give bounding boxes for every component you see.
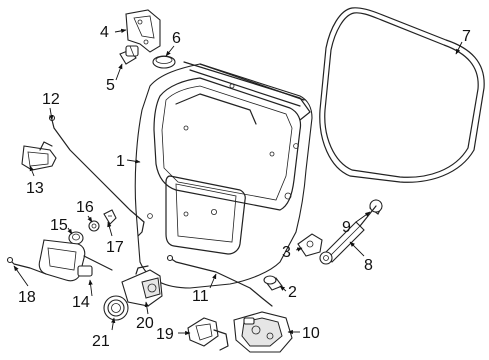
callout-13: 13 [26,180,44,197]
callout-11: 11 [192,288,209,305]
callout-8: 8 [364,257,373,274]
callout-4: 4 [100,24,109,41]
callout-3: 3 [282,244,291,261]
callout-6: 6 [172,30,181,47]
callout-17: 17 [106,239,124,256]
strut-bracket [297,233,323,257]
hinge-bolt [119,45,139,65]
callout-14: 14 [72,294,90,311]
clip-16 [88,220,100,232]
clip-17 [103,209,117,225]
handle-bracket [21,141,57,171]
callout-12: 12 [42,91,60,108]
callout-5: 5 [106,77,115,94]
callout-15: 15 [50,217,68,234]
lock-cylinder [121,265,163,307]
callout-16: 16 [76,199,94,216]
callout-10: 10 [302,325,320,342]
callout-labels: 1 2 3 4 5 6 7 8 9 10 11 12 13 14 15 16 1… [18,24,471,350]
latch-assembly [233,311,293,353]
callout-9: 9 [342,219,351,236]
lock-actuator [38,239,113,282]
leaders [13,28,463,336]
callout-7: 7 [462,28,471,45]
latch-rod [166,254,273,307]
bumper-stop [263,275,283,291]
callout-18: 18 [18,289,36,306]
grommet [103,295,129,321]
callout-21: 21 [92,333,110,350]
gas-strut [319,199,383,265]
hinge [125,9,161,53]
striker [187,317,229,351]
weatherstrip-seal [319,7,485,183]
clip-15 [68,231,84,245]
callout-1: 1 [116,153,125,170]
callout-2: 2 [288,284,297,301]
callout-20: 20 [136,315,154,332]
plug-cap [152,55,176,69]
link-rod [6,256,47,275]
liftgate-panel [134,61,313,289]
callout-19: 19 [156,326,174,343]
